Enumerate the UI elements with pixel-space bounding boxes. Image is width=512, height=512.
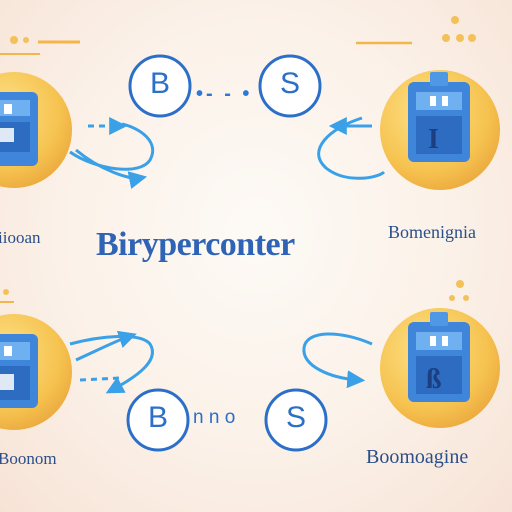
coin-node-top-left: [0, 72, 72, 188]
node-label-top-left: iiooan: [0, 228, 41, 247]
badge-bottom-left: [126, 388, 190, 452]
decor-bottom-right: [449, 280, 469, 301]
badge-top-right: [258, 54, 322, 118]
connector-bottom-middle: n n o: [193, 407, 236, 428]
svg-text:ß: ß: [426, 364, 442, 395]
connector-top-middle: •- - •: [196, 83, 253, 105]
node-label-top-right: Bomenignia: [388, 222, 476, 242]
decor-bottom-left: [0, 289, 14, 303]
arrow-bottom-left: [69, 330, 154, 394]
arrow-bottom-right: [302, 332, 373, 389]
badge-top-right-letter: S: [279, 67, 300, 100]
decor-top-right: [356, 16, 476, 45]
coin-node-bottom-right: ß: [380, 308, 500, 428]
node-label-bottom-left: Boonom: [0, 449, 57, 468]
svg-text:I: I: [428, 124, 439, 155]
coin-node-bottom-left: [0, 314, 72, 430]
badge-top-left: [128, 54, 192, 118]
badge-top-left-letter: B: [149, 67, 170, 100]
node-label-bottom-right: Boomoagine: [366, 446, 469, 468]
arrow-top-left: [69, 117, 154, 189]
badge-bottom-left-letter: B: [147, 401, 168, 434]
coin-node-top-right: I: [380, 70, 500, 190]
badge-bottom-right-letter: S: [285, 401, 306, 434]
diagram-title: Biryperconter: [96, 226, 295, 263]
arrow-top-right: [317, 116, 386, 180]
badge-bottom-right: [264, 388, 328, 452]
decor-top-left: [0, 36, 80, 55]
